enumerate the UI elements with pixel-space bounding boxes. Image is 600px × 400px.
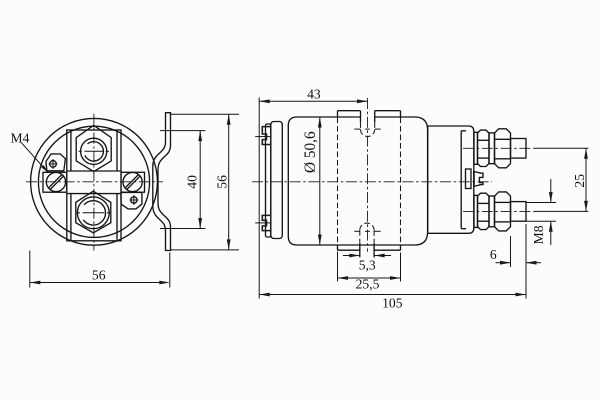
svg-text:M4: M4	[11, 130, 30, 145]
svg-text:6: 6	[490, 247, 497, 262]
svg-text:40: 40	[184, 175, 199, 189]
svg-text:43: 43	[307, 87, 321, 102]
svg-text:5,3: 5,3	[359, 258, 376, 273]
svg-text:Ø 50,6: Ø 50,6	[302, 131, 319, 173]
svg-text:25: 25	[572, 174, 587, 188]
svg-text:25,5: 25,5	[356, 276, 380, 291]
svg-text:105: 105	[382, 296, 403, 311]
svg-text:56: 56	[215, 175, 230, 189]
svg-text:M8: M8	[531, 225, 546, 244]
svg-text:56: 56	[92, 267, 106, 282]
